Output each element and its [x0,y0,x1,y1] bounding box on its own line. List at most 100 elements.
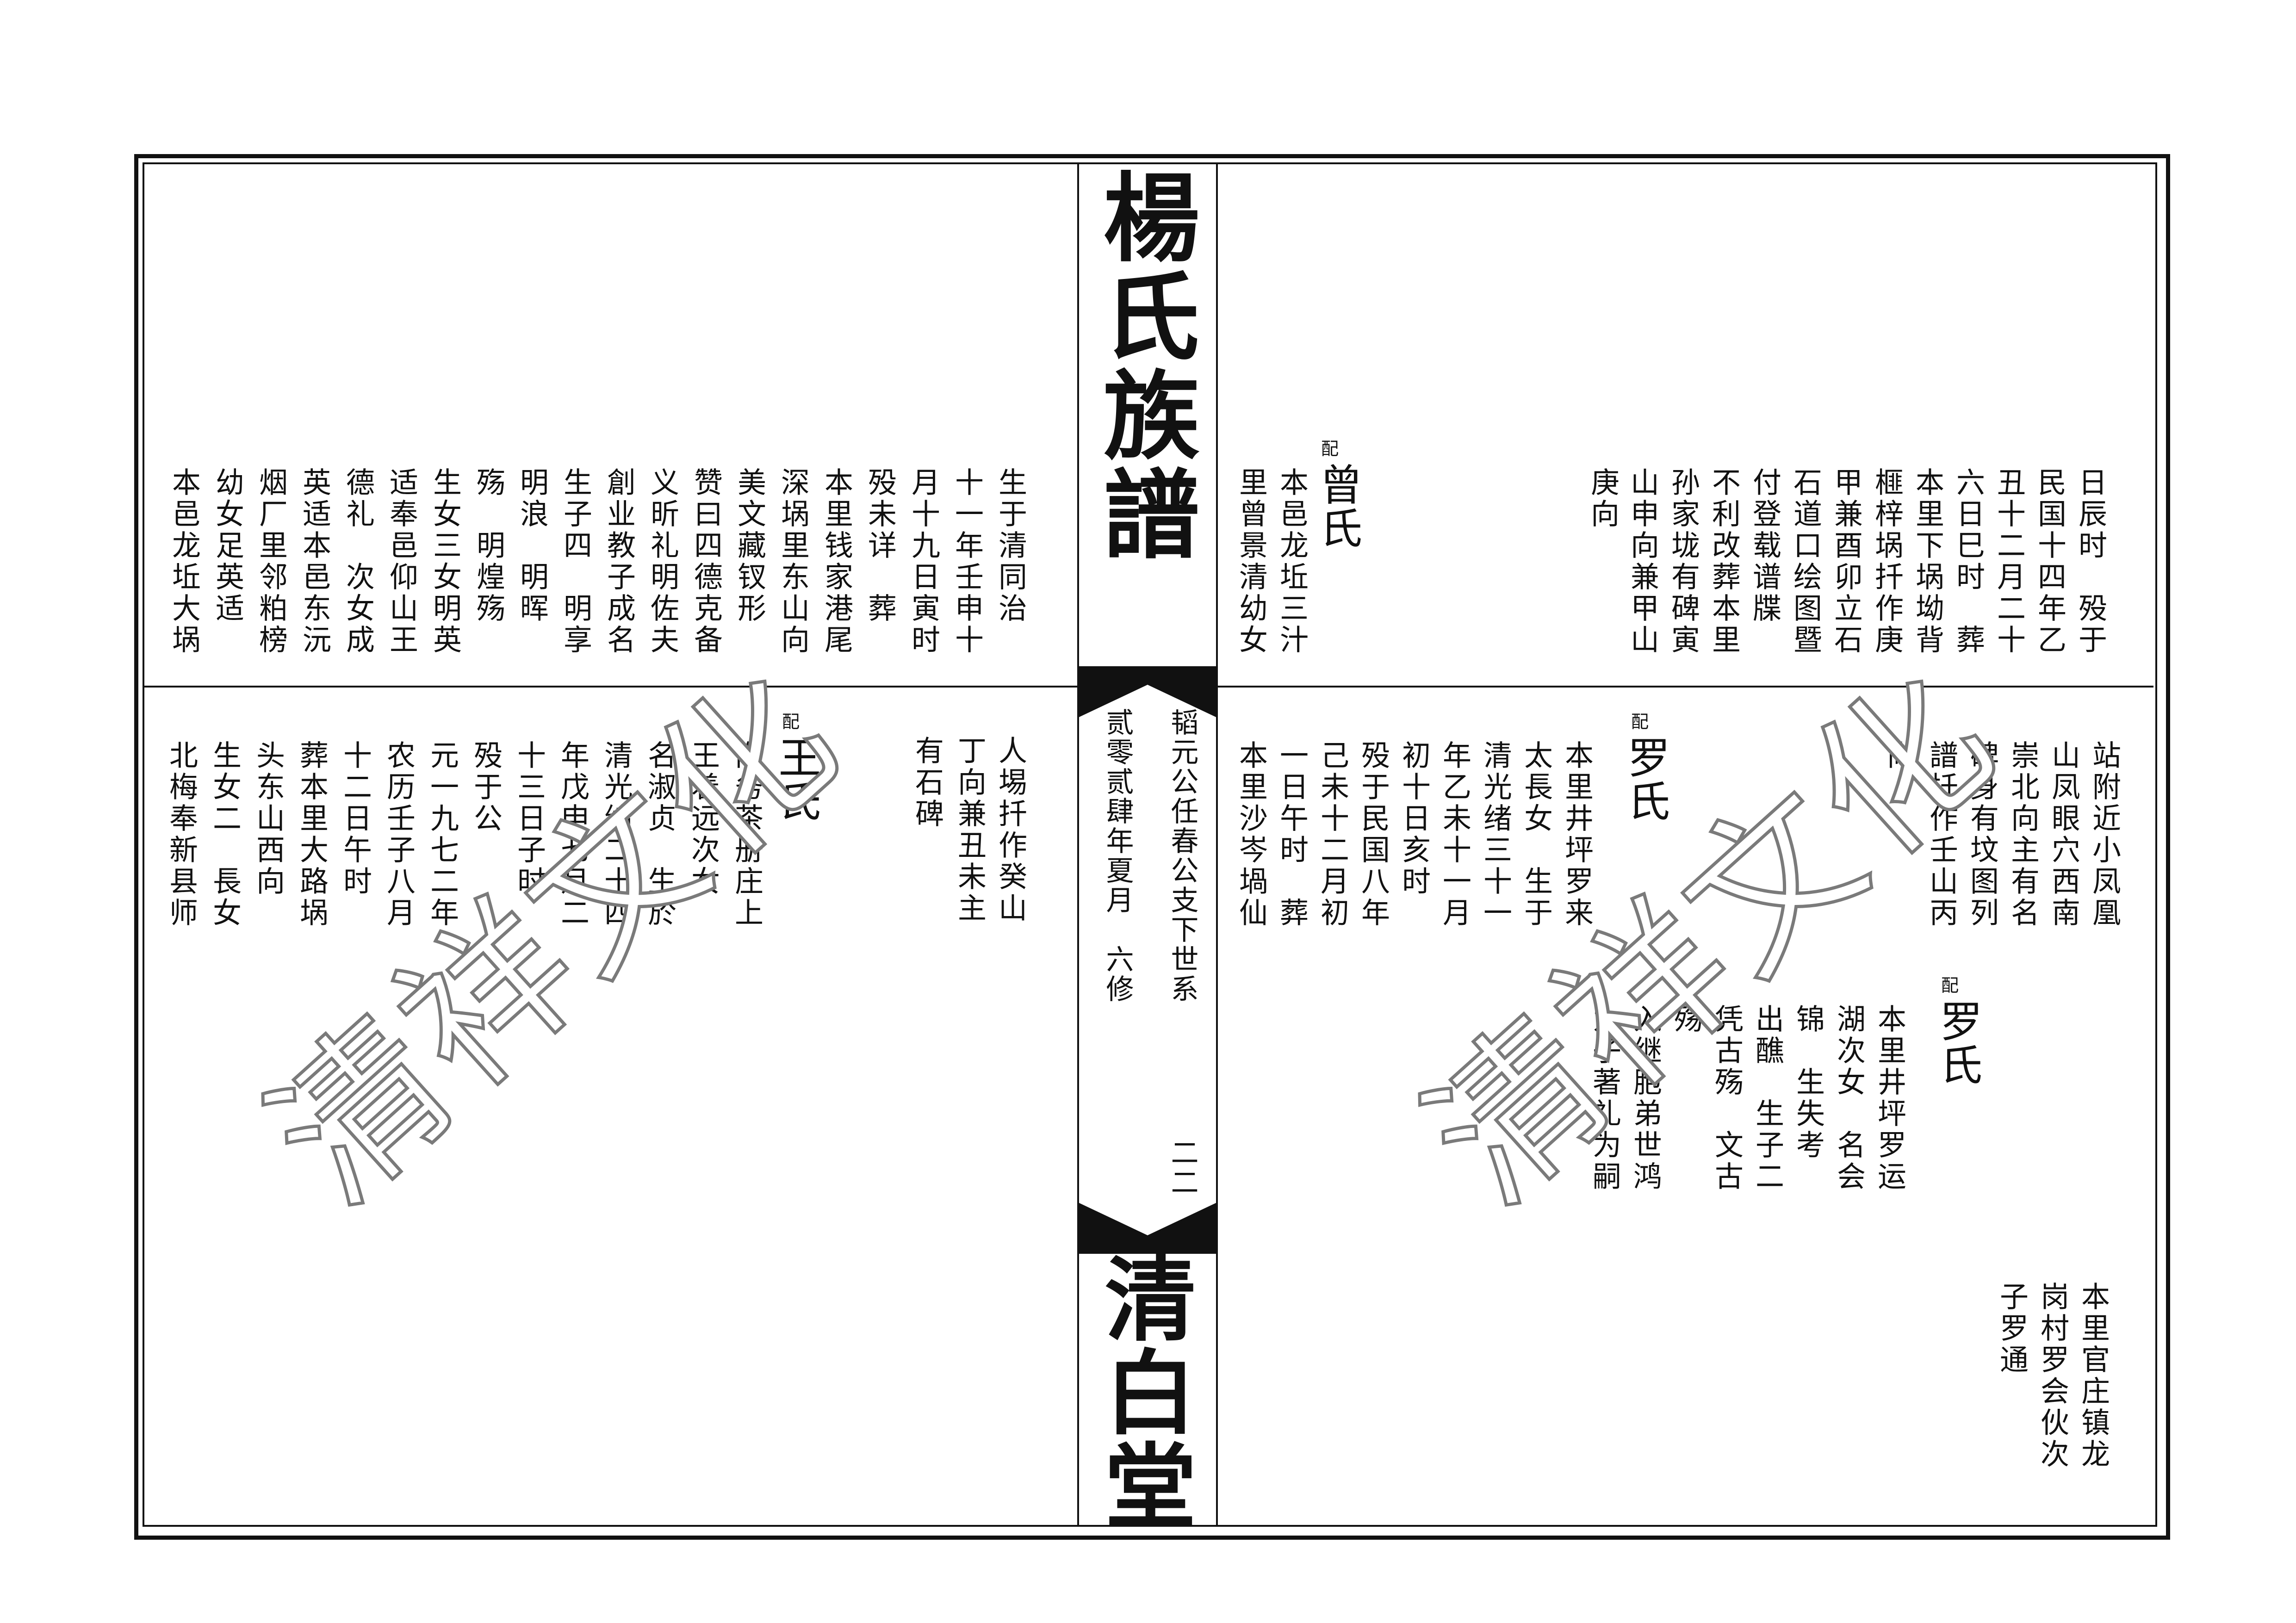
text-column: 殇 明煌殇 [472,467,505,625]
fish-tail-bottom [1079,1203,1216,1254]
text-column: 清光绪二十四 [599,740,633,929]
text-column: 名淑贞 生於 [643,740,676,929]
genealogy-title: 楊氏族譜 [1086,167,1199,564]
text-column: 头东山西向 [251,740,285,898]
text-column: 創业教子成名 [602,467,636,656]
text-column: 生于清同治 [993,467,1027,625]
text-column: 初十日亥时 [1397,740,1431,898]
right-note: 本里官庄镇龙 岗村罗会伙次 子罗通 [1980,1282,2119,1485]
text-column: 子罗通 [1995,1282,2029,1376]
text-column: 庚向 [1586,467,1620,530]
text-column: 岗村罗会伙次 [2035,1282,2069,1470]
text-column: 出醮 生子二 [1750,1004,1784,1193]
text-column: 向务茶册庄上 [730,740,763,929]
text-column: 生女二 長女 [208,740,242,929]
text-column: 本里下埚坳背 [1911,467,1944,656]
text-column: 赞曰四德克备 [689,467,723,656]
text-column: 山凤眼穴西南 [2047,740,2080,929]
spouse-detail: 向务茶册庄上 王着远次女 名淑贞 生於 清光绪二十四 年戊申七月二 十三日子时 … [157,740,768,981]
text-column: 碑身有坟图列 [1965,740,1999,929]
spouse-marker: 配 [1321,439,1339,459]
text-column: 本里官庄镇龙 [2076,1282,2110,1470]
text-column: 山申向兼甲山 [1626,467,1659,656]
text-column: 湖次女 名会 [1832,1004,1866,1193]
text-column: 崇北向主有名 [2006,740,2040,929]
text-column: 年戊申七月二 [556,740,590,929]
text-column: 丑十二月二十 [1992,467,2026,656]
spouse-marker: 配 [1631,712,1649,732]
text-column: 本里井坪罗来 [1560,740,1594,929]
text-column: 殁于公 [469,740,503,835]
spouse-detail: 本邑龙坵三汁 里曾景清幼女 [1231,467,1314,671]
hall-name: 清白堂 [1089,1251,1197,1532]
text-column: 凭古殇 文古 [1710,1004,1744,1193]
spouse-detail: 本里井坪罗运 湖次女 名会 锦 生失考 出醮 生子二 凭古殇 文古 殇 入继胞弟… [1582,1004,1916,1217]
text-column: 德礼 次女成 [341,467,375,656]
text-column: 烟厂里邻粕榜 [254,467,288,656]
text-column: 殁未详 葬 [863,467,897,625]
right-top-entry: 日辰时 殁于 民国十四年乙 丑十二月二十 六日巳时 葬 本里下埚坳背 榧梓埚扦作… [1582,467,2110,671]
page-number: 二二 [1166,1138,1198,1197]
spouse-name: 罗氏 [1620,736,1670,823]
right-page-divider [1218,686,2153,688]
text-column: 里曾景清幼女 [1234,467,1268,656]
text-column: 民国十四年乙 [2033,467,2066,656]
text-column: 清光绪三十一 [1478,740,1512,929]
text-column: 人埸扦作癸山 [993,736,1027,924]
text-column: 十二日午时 [338,740,372,898]
text-column: 月十九日寅时 [906,467,940,656]
text-column: 美文藏钗形 [732,467,766,625]
text-column: 孙家垅有碑寅 [1666,467,1700,656]
text-column: 王着远次女 [686,740,720,898]
branch-line: 韬元公任春公支下世系 [1166,708,1198,1004]
text-column: 英适本邑东沅 [298,467,331,656]
text-column: 为子著礼为嗣 [1588,1004,1621,1193]
text-column: 本里井坪罗运 [1873,1004,1906,1193]
text-column: 本邑龙坵三汁 [1275,467,1309,656]
text-column: 农历壬子八月 [382,740,416,929]
left-mid-entry: 人埸扦作癸山 丁向兼丑未主 有石碑 [907,736,1036,976]
text-column: 石道口绘图暨 [1788,467,1822,656]
text-column: 有石碑 [910,736,944,830]
text-column: 本里钱家港尾 [819,467,853,656]
compile-date: 贰零贰肆年夏月 六修 [1101,708,1134,1004]
text-column: 生女三女明英 [428,467,462,656]
text-column: 元一九七二年 [425,740,459,929]
text-column: 己未十二月初 [1316,740,1349,929]
spouse-detail: 本里井坪罗来 太長女 生于 清光绪三十一 年乙未十一月 初十日亥时 殁于民国八年… [1231,740,1601,990]
text-column: 站附近小凤凰 [2087,740,2121,929]
text-column: 生子四 明享 [558,467,592,656]
text-column: 譜扦作壬山丙 [1924,740,1958,929]
text-column: 北梅奉新县师 [164,740,198,929]
spine-left-border [1077,164,1079,1525]
text-column: 一日午时 葬 [1275,740,1309,929]
text-column: 锦 生失考 [1791,1004,1825,1161]
text-column: 入继胞弟世鸿 [1628,1004,1662,1193]
text-column: 幼女足英适 [211,467,244,625]
text-column: 甲兼酉卯立石 [1829,467,1863,656]
text-column: 丁向兼丑未主 [953,736,987,924]
left-page-divider [144,686,1077,688]
text-column: 不利改葬本里 [1707,467,1741,656]
spouse-name: 曾氏 [1313,463,1362,550]
outer-border [134,154,2170,1540]
right-mid-entry: 站附近小凤凰 山凤眼穴西南 崇北向主有名 碑身有坟图列 譜扦作壬山丙 向 [1879,740,2124,981]
text-column: 太長女 生于 [1519,740,1553,929]
inner-border [143,162,2157,1527]
text-column: 义昕礼明佐夫 [645,467,679,656]
spine-right-border [1216,164,1218,1525]
text-column: 本里沙岑堝仙 [1234,740,1268,929]
text-column: 付登载谱牒 [1748,467,1781,625]
text-column: 十三日子时 [512,740,546,898]
fish-tail-top [1079,666,1216,717]
text-column: 六日巳时 葬 [1951,467,1985,656]
spouse-marker: 配 [782,712,800,732]
text-column: 榧梓埚扦作庚 [1870,467,1904,656]
spouse-name: 罗氏 [1933,999,1982,1086]
left-top-entry: 生于清同治 十一年壬申十 月十九日寅时 殁未详 葬 本里钱家港尾 深埚里东山向 … [157,467,1032,671]
text-column: 葬本里大路埚 [295,740,329,929]
text-column: 殁于民国八年 [1356,740,1390,929]
spouse-name: 王氏 [771,736,821,823]
text-column: 明浪 明晖 [515,467,549,625]
text-column: 日辰时 殁于 [2073,467,2107,656]
